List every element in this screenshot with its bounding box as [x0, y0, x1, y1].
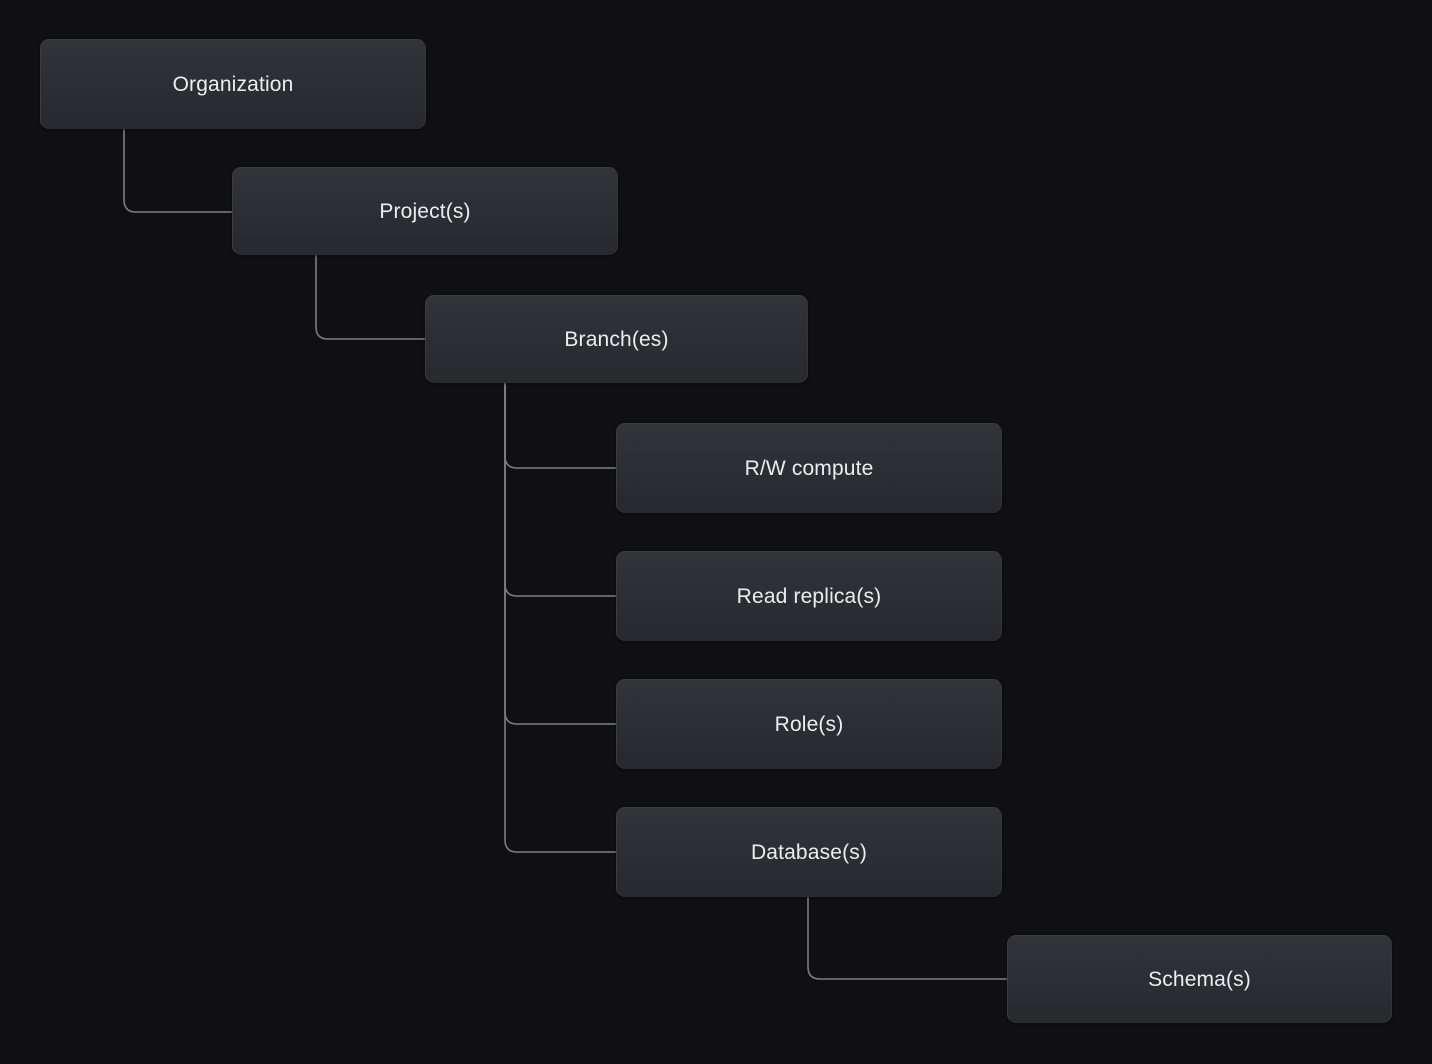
- edge-project-to-branch: [315, 254, 426, 340]
- edge-branch-to-rw-compute: [504, 382, 617, 469]
- edge-organization-to-project: [123, 128, 233, 213]
- edge-branch-to-database: [504, 382, 617, 853]
- node-label-read-replica: Read replica(s): [736, 584, 882, 608]
- node-database[interactable]: Database(s): [616, 807, 1002, 897]
- node-label-role: Role(s): [774, 712, 844, 736]
- node-label-rw-compute: R/W compute: [744, 456, 874, 480]
- node-label-organization: Organization: [172, 72, 294, 96]
- node-label-schema: Schema(s): [1148, 967, 1251, 991]
- node-label-project: Project(s): [379, 199, 471, 223]
- node-role[interactable]: Role(s): [616, 679, 1002, 769]
- edge-branch-to-read-replica: [504, 382, 617, 597]
- node-label-branch: Branch(es): [564, 327, 669, 351]
- node-label-database: Database(s): [750, 840, 868, 864]
- edge-database-to-schema: [807, 896, 1008, 980]
- edge-branch-to-role: [504, 382, 617, 725]
- node-read-replica[interactable]: Read replica(s): [616, 551, 1002, 641]
- node-organization[interactable]: Organization: [40, 39, 426, 129]
- node-schema[interactable]: Schema(s): [1007, 935, 1392, 1023]
- node-project[interactable]: Project(s): [232, 167, 618, 255]
- node-rw-compute[interactable]: R/W compute: [616, 423, 1002, 513]
- node-branch[interactable]: Branch(es): [425, 295, 808, 383]
